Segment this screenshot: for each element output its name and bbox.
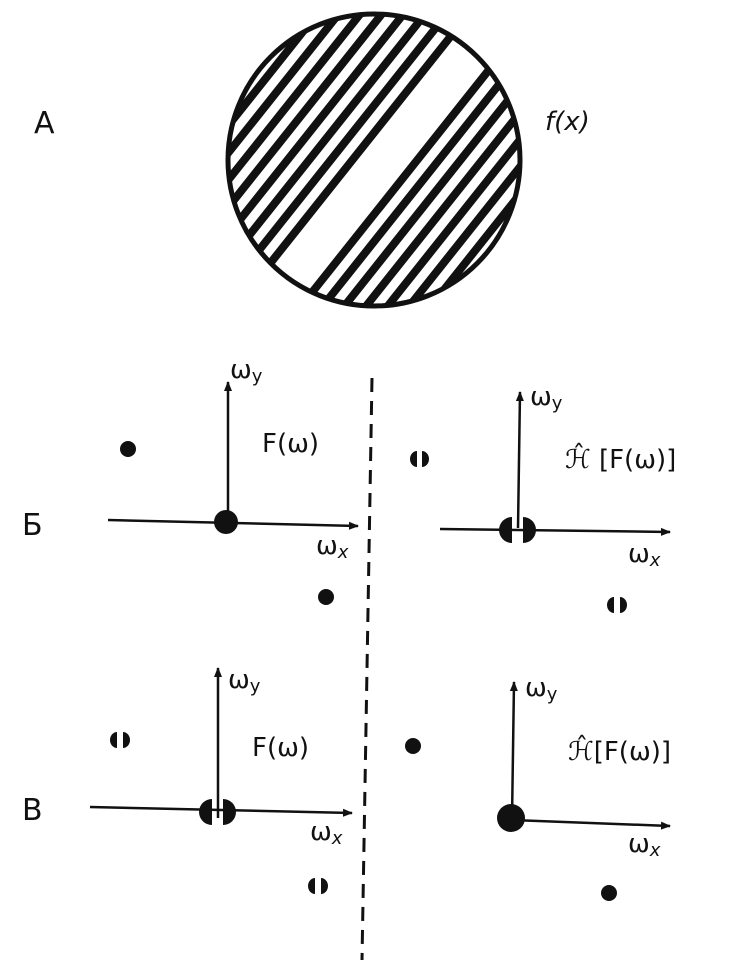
split-dot-right <box>607 597 627 613</box>
axes-b-right <box>439 391 671 536</box>
dashed-separator <box>360 377 374 961</box>
hatch-stripe <box>228 14 408 250</box>
omega-y-label: ωy <box>228 665 261 697</box>
spectrum-dot-center <box>214 510 238 534</box>
spectrum-label: F(ω) <box>252 733 309 763</box>
spectrum-label: F(ω) <box>262 429 319 459</box>
omega-x-label: ωx <box>316 531 349 563</box>
hilbert-spectrum-label: ℋ̂[F(ω)] <box>568 733 671 767</box>
split-dot-left <box>110 732 130 748</box>
omega-x-label: ωx <box>628 539 661 571</box>
hatch-stripe <box>228 14 448 282</box>
omega-x-label: ωx <box>628 829 661 861</box>
axes-c-left <box>89 667 353 818</box>
axes-b-left <box>107 381 359 530</box>
panel-c-letter: В <box>22 793 43 828</box>
panel-a-letter: А <box>34 106 55 141</box>
omega-y-label: ωy <box>525 673 558 705</box>
spectrum-dot <box>601 885 617 901</box>
hatch-stripe <box>367 91 520 306</box>
hatch-stripe <box>228 14 434 271</box>
hatch-stripe <box>340 70 520 306</box>
split-dot-left <box>410 451 429 467</box>
spectrum-dot <box>405 738 421 754</box>
split-dot-right <box>308 878 328 894</box>
hatch-stripe <box>327 59 520 306</box>
omega-y-label: ωy <box>230 355 263 387</box>
spectrum-dot-center <box>497 804 525 832</box>
hilbert-spectrum-label: ℋ̂ [F(ω)] <box>565 441 676 475</box>
omega-y-label: ωy <box>530 382 563 414</box>
hatch-stripe <box>300 38 520 306</box>
hatch-stripe <box>228 14 421 261</box>
spectrum-dot <box>318 589 334 605</box>
split-dot-center <box>499 517 536 543</box>
hatched-disc <box>225 11 523 309</box>
axes-c-right <box>509 681 671 830</box>
function-label: f(x) <box>545 107 590 137</box>
hatch-stripe <box>314 49 520 306</box>
spectrum-dot <box>120 441 136 457</box>
omega-x-label: ωx <box>310 817 343 849</box>
panel-b-letter: Б <box>22 508 43 543</box>
split-dot-center <box>199 799 236 825</box>
